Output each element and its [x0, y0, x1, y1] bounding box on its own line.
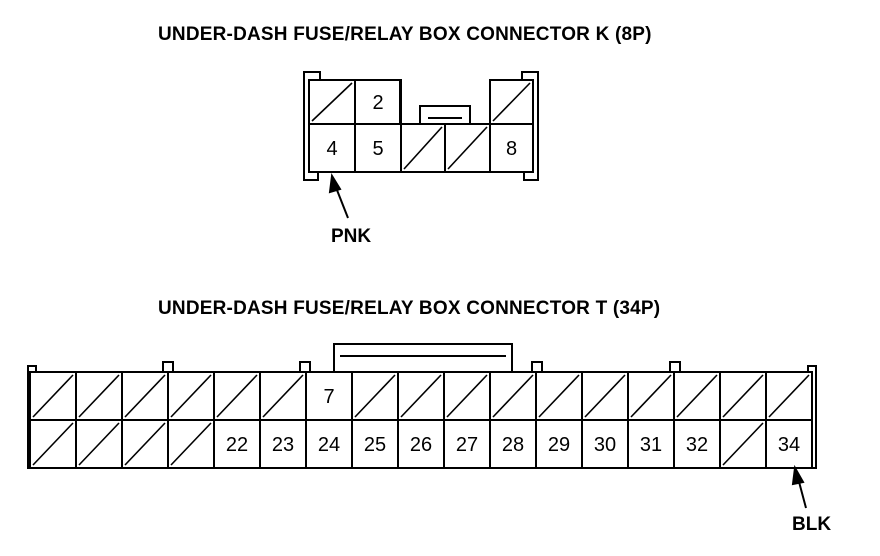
connector-t-empty-cavity	[581, 371, 629, 421]
connector-t-empty-cavity	[75, 419, 123, 469]
connector-t-terminal-number: 26	[410, 434, 432, 456]
connector-t-empty-cavity	[29, 371, 77, 421]
connector-t-empty-cavity	[443, 371, 491, 421]
connector-t-title: UNDER-DASH FUSE/RELAY BOX CONNECTOR T (3…	[158, 298, 661, 319]
connector-t-empty-cavity	[397, 371, 445, 421]
connector-k-terminal-4: 4	[308, 123, 356, 173]
connector-t-terminal-number: 23	[272, 434, 294, 456]
connector-t-empty-cavity	[75, 371, 123, 421]
connector-k-terminal-number: 4	[326, 138, 337, 160]
arrow-icon-pnk	[328, 173, 349, 219]
arrow-icon-blk	[791, 464, 807, 509]
connector-t-cavities: 7 22 23 24 25 26 27 28 29 30 31 32 34	[29, 371, 813, 469]
connector-t-empty-cavity	[535, 371, 583, 421]
connector-t-terminal-number: 32	[686, 434, 708, 456]
connector-t-terminal-number: 30	[594, 434, 616, 456]
wire-color-label-blk: BLK	[792, 514, 832, 535]
connector-t-empty-cavity	[121, 419, 169, 469]
connector-t-empty-cavity	[167, 419, 215, 469]
connector-k-housing	[303, 71, 539, 181]
connector-t-empty-cavity	[351, 371, 399, 421]
connector-t-terminal-number: 7	[323, 386, 334, 408]
connector-k-empty-cavity	[400, 123, 446, 173]
connector-t-terminal-31: 31	[627, 419, 675, 469]
connector-t-empty-cavity	[213, 371, 261, 421]
connector-k-terminal-2: 2	[354, 79, 402, 125]
connector-t-empty-cavity	[719, 419, 767, 469]
connector-t-terminal-24: 24	[305, 419, 353, 469]
connector-t-empty-cavity	[627, 371, 675, 421]
connector-k-terminal-5: 5	[354, 123, 402, 173]
connector-t-terminal-7: 7	[305, 371, 353, 421]
connector-t-empty-cavity	[121, 371, 169, 421]
connector-k-title: UNDER-DASH FUSE/RELAY BOX CONNECTOR K (8…	[158, 24, 652, 45]
connector-k-empty-cavity	[444, 123, 491, 173]
connector-k-empty-cavity	[489, 79, 534, 125]
connector-t-terminal-30: 30	[581, 419, 629, 469]
connector-t-terminal-32: 32	[673, 419, 721, 469]
connector-t-empty-cavity	[489, 371, 537, 421]
connector-k-terminal-8: 8	[489, 123, 534, 173]
connector-t-terminal-number: 34	[778, 434, 800, 456]
connector-t-empty-cavity	[259, 371, 307, 421]
connector-k-empty-cavity	[308, 79, 356, 125]
connector-t-terminal-number: 27	[456, 434, 478, 456]
connector-t-terminal-26: 26	[397, 419, 445, 469]
connector-t-terminal-29: 29	[535, 419, 583, 469]
connector-t-terminal-25: 25	[351, 419, 399, 469]
connector-t-empty-cavity	[719, 371, 767, 421]
connector-k-terminal-number: 8	[506, 138, 517, 160]
connector-k-cavities: 2 4 5 8	[308, 79, 534, 173]
connector-t-terminal-number: 22	[226, 434, 248, 456]
connector-t-terminal-number: 25	[364, 434, 386, 456]
connector-t-terminal-23: 23	[259, 419, 307, 469]
connector-t-terminal-27: 27	[443, 419, 491, 469]
connector-t-terminal-number: 28	[502, 434, 524, 456]
connector-t-terminal-28: 28	[489, 419, 537, 469]
connector-t-terminal-34: 34	[765, 419, 813, 469]
connector-t-terminal-number: 29	[548, 434, 570, 456]
connector-k-terminal-number: 5	[372, 138, 383, 160]
connector-t-empty-cavity	[673, 371, 721, 421]
connector-t-terminal-number: 24	[318, 434, 340, 456]
connector-t-terminal-number: 31	[640, 434, 662, 456]
connector-t-terminal-22: 22	[213, 419, 261, 469]
connector-t-empty-cavity	[29, 419, 77, 469]
wire-color-label-pnk: PNK	[331, 226, 372, 247]
connector-t-empty-cavity	[765, 371, 813, 421]
connector-k-terminal-number: 2	[372, 92, 383, 114]
connector-t-empty-cavity	[167, 371, 215, 421]
